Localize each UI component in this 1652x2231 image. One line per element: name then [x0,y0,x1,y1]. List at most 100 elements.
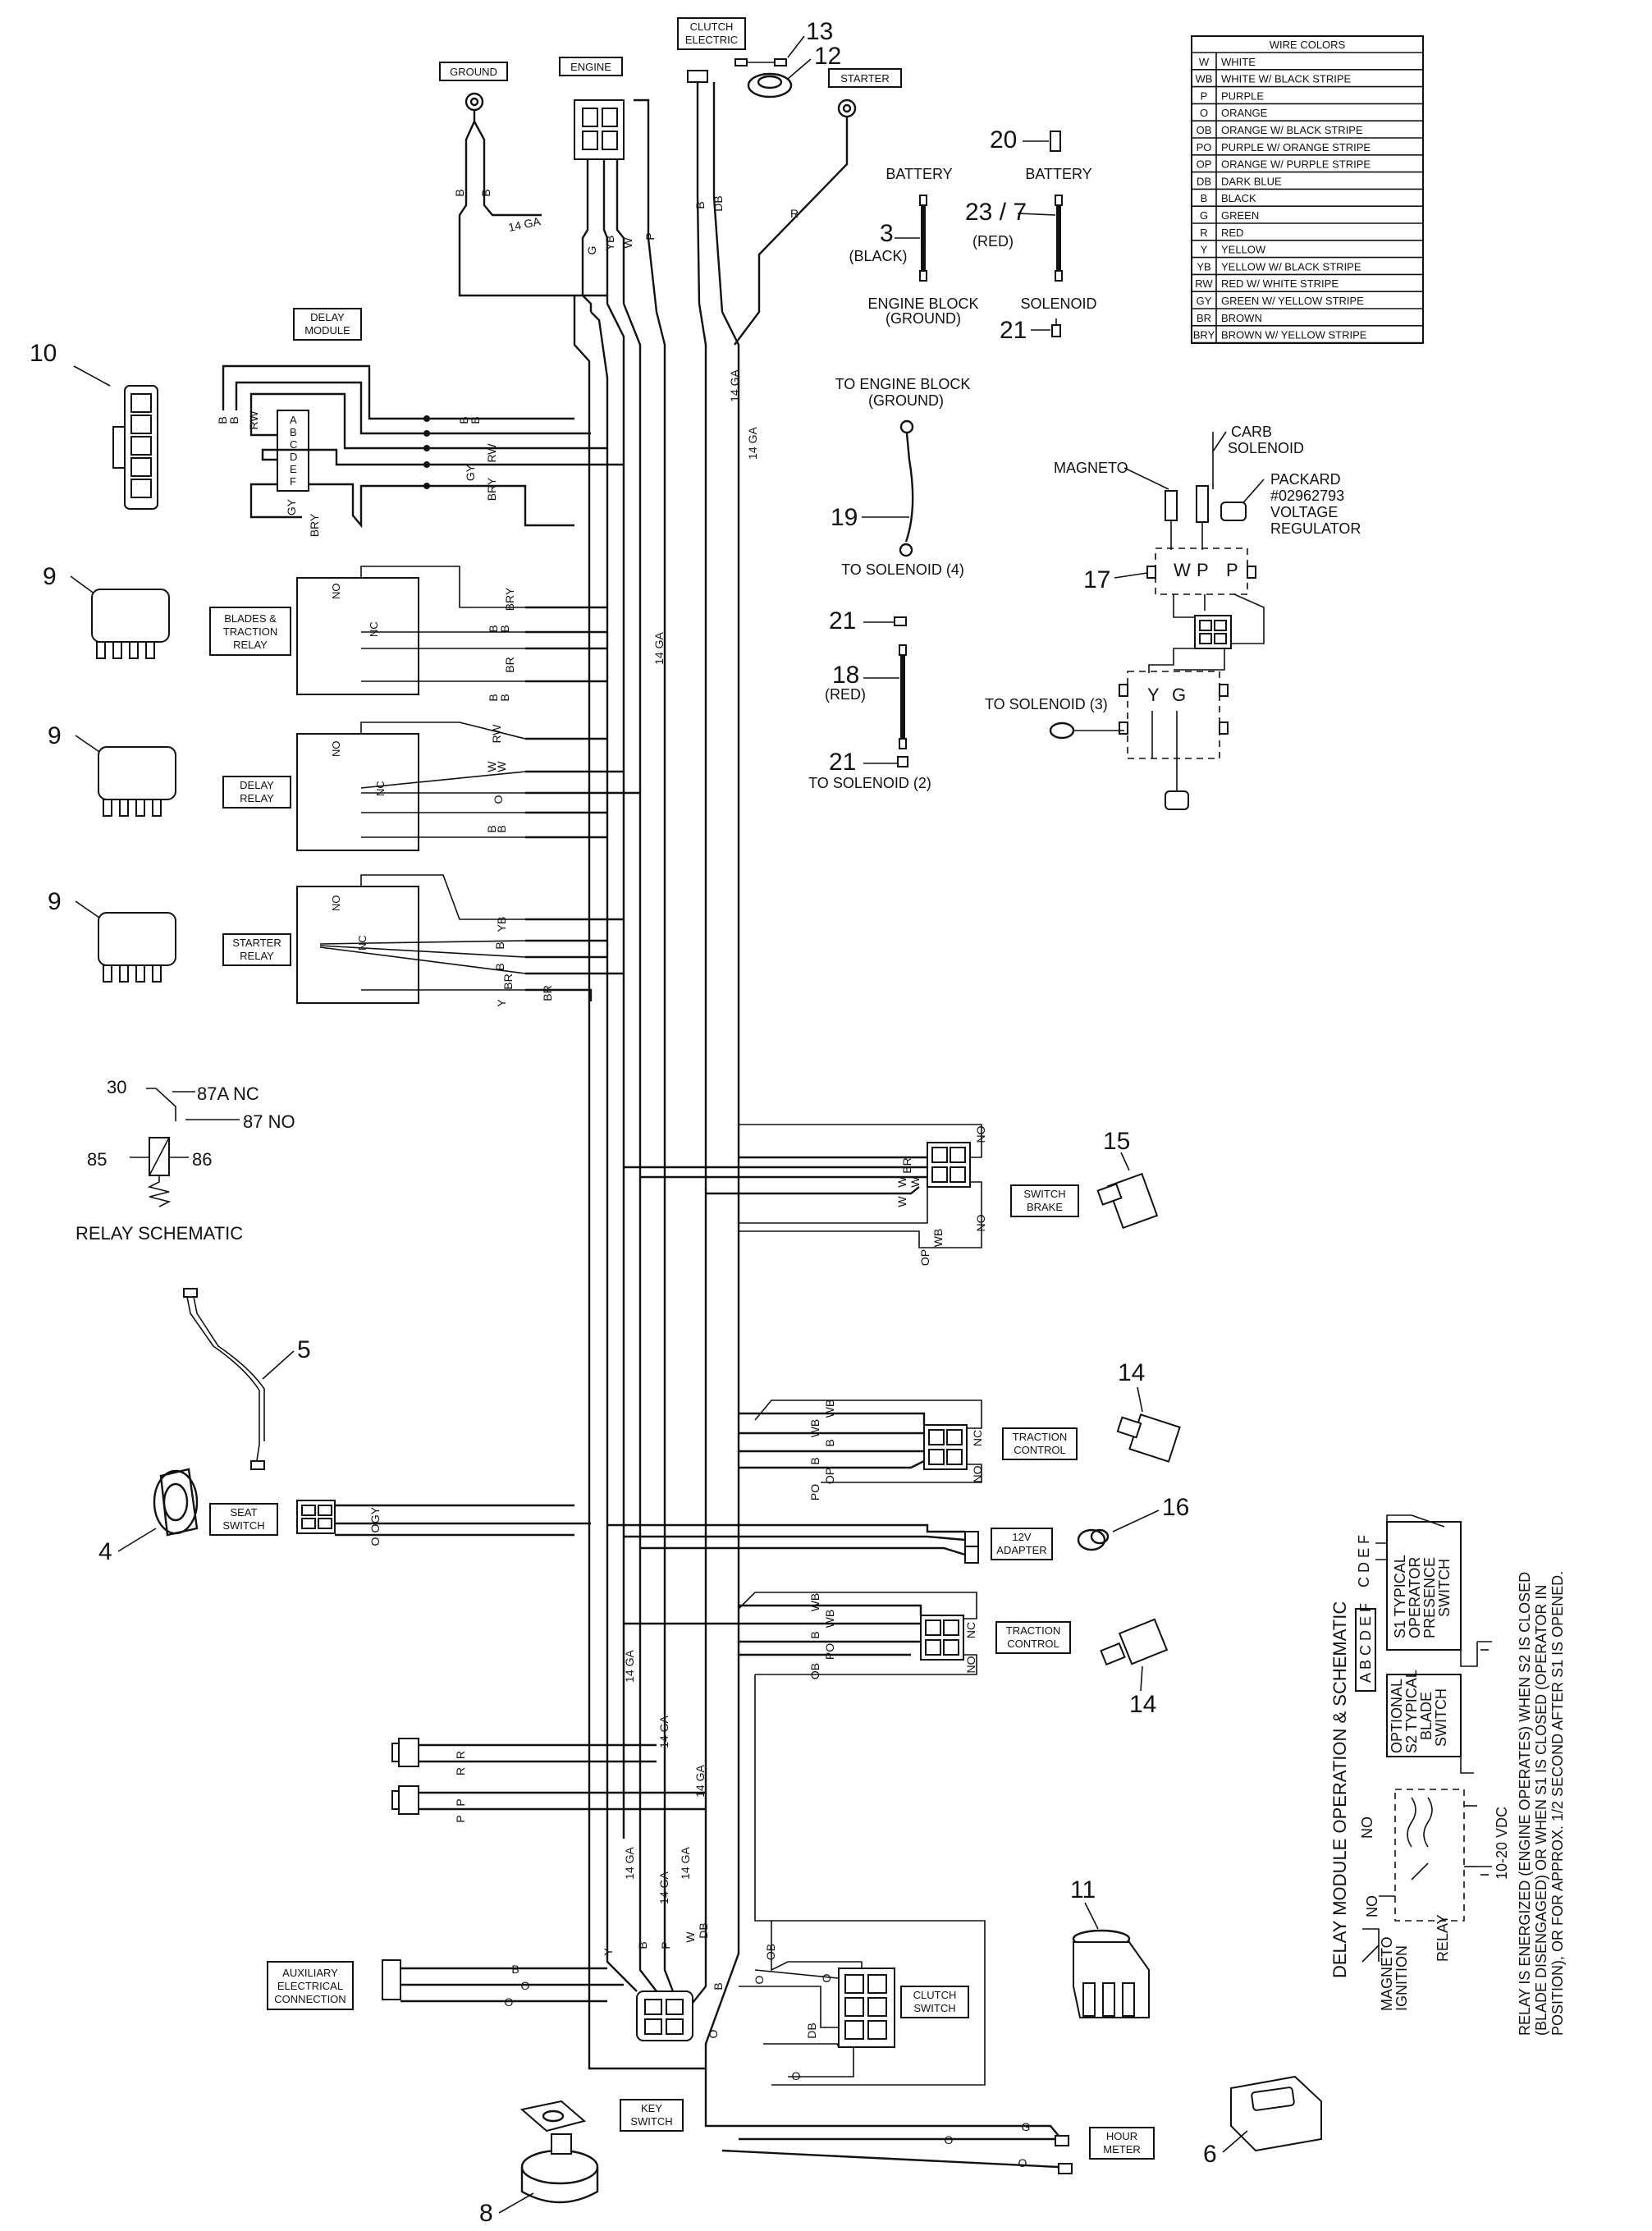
svg-text:B: B [479,189,492,196]
traction-switch-14-upper-icon: 14 [1116,1359,1181,1463]
svg-text:12: 12 [814,43,841,70]
svg-text:GROUND: GROUND [450,66,497,78]
svg-text:NO: NO [964,1656,977,1673]
delay-module-box: DELAY MODULE [293,308,362,341]
wire-color-name: ORANGE W/ BLACK STRIPE [1221,124,1363,136]
svg-text:O: O [1018,2156,1027,2169]
svg-text:PACKARD: PACKARD [1270,471,1341,488]
svg-text:18: 18 [832,662,859,689]
svg-text:DB: DB [697,1922,710,1938]
svg-text:WB: WB [823,1610,836,1629]
svg-text:21: 21 [1000,317,1027,344]
svg-text:C: C [290,438,297,451]
clutch-switch: CLUTCH SWITCH OB O O DB O [739,1674,986,2086]
wire-color-name: GREEN W/ YELLOW STRIPE [1221,295,1364,307]
adapter-12v: 12V ADAPTER [607,1523,1053,1564]
svg-text:RELAY IS ENERGIZED (ENGINE OPE: RELAY IS ENERGIZED (ENGINE OPERATES) WHE… [1517,1572,1533,2036]
svg-text:B: B [457,416,470,424]
wire-color-code: W [1199,56,1210,68]
power-outlet-16-icon: 16 [1077,1494,1189,1551]
svg-text:B: B [712,1982,725,1990]
wire-color-name: YELLOW [1221,244,1266,256]
svg-text:B: B [495,825,508,832]
svg-text:NO: NO [1364,1895,1380,1917]
svg-text:B: B [493,941,506,949]
svg-text:PRESENCE: PRESENCE [1421,1557,1438,1638]
svg-text:(BLADE DISENGAGED) OR WHEN S1: (BLADE DISENGAGED) OR WHEN S1 IS CLOSED … [1533,1585,1549,2036]
relay-9-bottom-icon: 9 [48,888,176,983]
svg-text:(GROUND): (GROUND) [868,392,944,409]
svg-text:DB: DB [712,195,725,211]
svg-text:17: 17 [1083,566,1110,593]
svg-text:P: P [454,1815,467,1822]
svg-text:SEAT: SEAT [231,1506,258,1519]
svg-text:ADAPTER: ADAPTER [996,1544,1046,1556]
svg-text:PO: PO [808,1484,821,1500]
svg-text:14 GA: 14 GA [652,632,666,665]
svg-text:TO SOLENOID (4): TO SOLENOID (4) [841,561,964,578]
wire-color-name: BROWN W/ YELLOW STRIPE [1221,329,1367,341]
wire-color-code: P [1201,89,1208,102]
svg-text:A: A [290,414,297,426]
svg-text:R: R [454,1751,467,1759]
svg-text:SWITCH: SWITCH [1436,1559,1453,1617]
svg-text:B: B [498,625,511,632]
wire-color-name: WHITE [1221,56,1256,68]
svg-text:9: 9 [43,563,57,590]
svg-text:D: D [290,451,297,463]
svg-text:5: 5 [297,1336,311,1363]
svg-text:12V: 12V [1012,1531,1031,1543]
switch-brake: SWITCH BRAKE BR W W W NO NO WB OP [624,1124,1079,1266]
svg-text:14 GA: 14 GA [507,214,542,234]
wire-color-code: BRY [1193,329,1215,341]
clutch-electric-box: CLUTCH ELECTRIC [677,17,746,50]
engine-box: ENGINE [559,57,623,76]
svg-text:87A NC: 87A NC [197,1083,259,1104]
svg-text:SWITCH: SWITCH [630,2115,672,2128]
svg-text:CLUTCH: CLUTCH [913,1989,957,2001]
svg-text:WIRE COLORS: WIRE COLORS [1270,39,1346,51]
svg-text:OPERATOR: OPERATOR [1407,1557,1423,1638]
svg-text:(GROUND): (GROUND) [885,310,961,327]
wire-color-code: OP [1197,158,1212,171]
svg-text:14 GA: 14 GA [623,1650,636,1683]
svg-text:MAGNETO: MAGNETO [1054,460,1128,476]
svg-text:9: 9 [48,888,62,915]
svg-text:O: O [505,1995,514,2009]
svg-text:S2 TYPICAL: S2 TYPICAL [1403,1670,1420,1753]
svg-text:B: B [487,694,500,701]
svg-text:G: G [1172,685,1186,705]
svg-text:13: 13 [806,18,833,45]
wire-color-code: O [1200,107,1208,119]
svg-text:MODULE: MODULE [304,324,350,337]
svg-text:SWITCH: SWITCH [222,1519,264,1532]
wire-color-name: WHITE W/ BLACK STRIPE [1221,73,1352,85]
hour-meter: HOUR METER G O O [704,2068,1155,2174]
svg-text:8: 8 [479,2200,493,2227]
svg-text:B: B [498,694,511,701]
svg-text:14 GA: 14 GA [746,427,759,460]
svg-text:RW: RW [485,443,498,463]
svg-text:OP: OP [823,1468,836,1484]
svg-text:14 GA: 14 GA [679,1847,692,1880]
svg-text:SOLENOID: SOLENOID [1020,295,1096,312]
svg-text:W: W [895,1176,908,1188]
svg-text:14: 14 [1129,1691,1156,1718]
svg-text:G: G [585,246,598,255]
svg-text:Y: Y [495,999,508,1007]
svg-text:NO: NO [974,1214,987,1231]
wire-color-code: R [1200,227,1207,239]
wire-color-code: Y [1201,244,1208,256]
engine-connector: G YB W P [574,98,658,313]
ground-box: GROUND [439,62,508,81]
connectors-r-p: R R P P [391,1738,706,1823]
svg-text:NC: NC [964,1622,977,1638]
svg-text:Y: Y [602,1948,615,1956]
svg-text:6: 6 [1203,2141,1217,2168]
svg-text:METER: METER [1103,2143,1141,2155]
svg-text:SWITCH: SWITCH [1433,1688,1449,1747]
svg-text:BRY: BRY [308,513,321,537]
svg-text:KEY: KEY [641,2102,662,2114]
svg-text:R: R [454,1767,467,1775]
svg-text:B: B [485,825,498,832]
